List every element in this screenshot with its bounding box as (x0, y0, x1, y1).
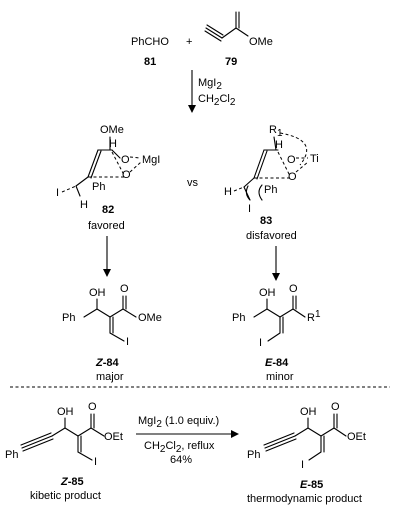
e85-phenyl: Ph (247, 449, 260, 461)
z84-caption: major (96, 371, 124, 383)
e85-carbonyl-oxygen: O (331, 401, 340, 413)
condition-solvent: CH2Cl2, reflux (144, 440, 215, 455)
ts82-methoxy: OMe (100, 124, 124, 136)
e85-ethoxy: OEt (347, 431, 366, 443)
z84-methoxy: OMe (138, 312, 162, 324)
ts82-compound-label: 82 (102, 204, 114, 216)
ts83-hydrogen-top: H (275, 139, 283, 151)
z85-hydroxyl: OH (57, 406, 74, 418)
e85-compound-label: E-85 (300, 479, 323, 491)
benzaldehyde-formula: PhCHO (131, 36, 169, 48)
z85-compound-label: Z-85 (60, 476, 84, 488)
condition-yield: 64% (170, 454, 192, 466)
e85-caption: thermodynamic product (247, 493, 362, 505)
ts83-compound-label: 83 (260, 215, 272, 227)
product-z84: OH O Ph OMe I Z-84 major (62, 283, 162, 383)
e85-hydroxyl: OH (300, 406, 317, 418)
z85-phenyl: Ph (5, 449, 18, 461)
ts82-phenyl: Ph (92, 181, 105, 193)
ts82-oxygen-2: O (122, 169, 131, 181)
ts82-hydrogen-top: H (109, 138, 117, 150)
ts82-hydrogen-bottom: H (80, 199, 88, 211)
compound-e85: OH O OEt Ph I E-85 thermodynamic product (247, 401, 366, 505)
e84-compound-label: E-84 (265, 357, 289, 369)
e84-caption: minor (266, 371, 294, 383)
z85-ethoxy: OEt (104, 431, 123, 443)
e84-phenyl: Ph (232, 312, 245, 324)
ts82-iodine: I (56, 187, 59, 199)
compound-81-label: 81 (144, 56, 156, 68)
transition-state-83: R1 H O Ti O Ph H I 83 disfavored (224, 124, 319, 242)
transition-state-82: OMe H O MgI O Ph I H 82 favored (56, 124, 160, 232)
compound-z85: OH O OEt Ph I Z-85 kibetic product (5, 401, 123, 502)
z85-caption: kibetic product (30, 490, 101, 502)
ts83-titanium: Ti (310, 153, 319, 165)
ts83-phenyl: Ph (264, 184, 277, 196)
ts83-hydrogen-bottom: H (224, 186, 232, 198)
e84-iodine: I (259, 337, 262, 349)
versus-label: vs (187, 177, 199, 189)
e85-iodine: I (301, 459, 304, 471)
e84-hydroxyl: OH (259, 287, 276, 299)
z84-hydroxyl: OH (89, 287, 106, 299)
methyl-propiolate-structure: OMe (204, 11, 273, 48)
z84-carbonyl-oxygen: O (120, 283, 129, 295)
z84-phenyl: Ph (62, 312, 75, 324)
ester-methoxy-label: OMe (249, 36, 273, 48)
ts83-oxygen-1: O (287, 154, 296, 166)
product-e84: OH O Ph R1 I E-84 minor (232, 283, 321, 383)
plus-sign: + (186, 36, 192, 48)
z84-compound-label: Z-84 (95, 357, 120, 369)
compound-79-label: 79 (225, 56, 237, 68)
ts82-magnesium-iodide: MgI (142, 154, 160, 166)
ts83-oxygen-2: O (288, 171, 297, 183)
z85-carbonyl-oxygen: O (88, 401, 97, 413)
z84-iodine: I (126, 336, 129, 348)
ts82-caption: favored (88, 220, 125, 232)
e84-carbonyl-oxygen: O (289, 283, 298, 295)
ts82-oxygen-1: O (121, 154, 130, 166)
starting-materials: PhCHO + OMe 81 79 (131, 11, 273, 68)
e84-r-group: R1 (307, 309, 321, 324)
solvent-ch2cl2: CH2Cl2 (198, 93, 236, 108)
ts83-caption: disfavored (246, 230, 297, 242)
condition-reagent: MgI2 (1.0 equiv.) (138, 415, 219, 430)
ts83-iodine: I (248, 203, 251, 215)
ts83-r1: R1 (269, 124, 283, 139)
z85-iodine: I (94, 456, 97, 468)
reagent-mgi2: MgI2 (198, 77, 222, 92)
